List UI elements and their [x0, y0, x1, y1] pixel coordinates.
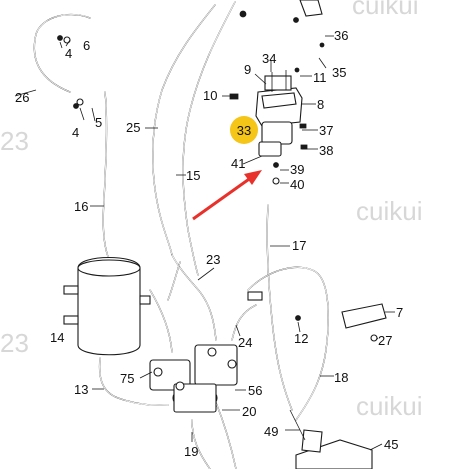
fitting-top	[239, 10, 247, 18]
callout-33: 33	[237, 123, 251, 138]
fitting-12	[295, 315, 301, 321]
hose-15	[182, 1, 236, 276]
tank-14	[63, 256, 151, 356]
callout-37: 37	[319, 123, 333, 138]
callout-16: 16	[74, 199, 88, 214]
callout-10: 10	[203, 88, 217, 103]
fitting-5	[76, 98, 84, 106]
top-bracket	[299, 0, 323, 17]
callout-9: 9	[244, 62, 251, 77]
callout-49: 49	[264, 424, 278, 439]
callout-20: 20	[242, 404, 256, 419]
callout-18: 18	[334, 370, 348, 385]
callout-24: 24	[238, 335, 252, 350]
callout-4-upper: 4	[65, 46, 72, 61]
pointer-arrow	[192, 170, 262, 221]
callout-40: 40	[290, 177, 304, 192]
watermark-left: 23	[0, 126, 29, 156]
callout-34: 34	[262, 51, 276, 66]
callout-75: 75	[120, 371, 134, 386]
highlight-circle	[230, 116, 258, 144]
callout-13: 13	[74, 382, 88, 397]
callout-6: 6	[83, 38, 90, 53]
callout-5: 5	[95, 115, 102, 130]
hose-25	[152, 4, 216, 256]
reservoir-7	[341, 303, 387, 329]
callout-36: 36	[334, 28, 348, 43]
leader-lines	[14, 35, 395, 451]
callout-26: 26	[15, 90, 29, 105]
callout-17: 17	[292, 238, 306, 253]
callout-4-lower: 4	[72, 125, 79, 140]
frame-45	[289, 409, 373, 470]
callout-11: 11	[313, 70, 327, 85]
callout-56: 56	[248, 383, 262, 398]
callout-39: 39	[290, 162, 304, 177]
pump-assembly	[149, 344, 238, 413]
watermark-top: cuikui	[352, 0, 418, 20]
hose-lines	[33, 1, 329, 470]
watermarks: cuikui 23 cuikui 23 cuikui	[0, 0, 422, 421]
callout-12: 12	[294, 331, 308, 346]
callout-19: 19	[184, 444, 198, 459]
valve-block	[229, 67, 308, 185]
callout-8: 8	[317, 97, 324, 112]
hose-26	[33, 13, 91, 93]
watermark-right: cuikui	[356, 196, 422, 226]
watermark-right-lower: cuikui	[356, 391, 422, 421]
callout-35: 35	[332, 65, 346, 80]
fitting-6	[57, 35, 63, 41]
callout-15: 15	[186, 168, 200, 183]
callout-14: 14	[50, 330, 64, 345]
callout-25: 25	[126, 120, 140, 135]
parts	[57, 0, 387, 470]
callout-7: 7	[396, 305, 403, 320]
callout-38: 38	[319, 143, 333, 158]
callout-27: 27	[378, 333, 392, 348]
watermark-left-lower: 23	[0, 328, 29, 358]
bolt-36	[319, 42, 325, 48]
callout-45: 45	[384, 437, 398, 452]
callout-23: 23	[206, 252, 220, 267]
callout-41: 41	[231, 156, 245, 171]
callout-labels: 36 6 4 34 9 11 35 26 10 8 5 4 25 33 37 3…	[15, 28, 403, 459]
